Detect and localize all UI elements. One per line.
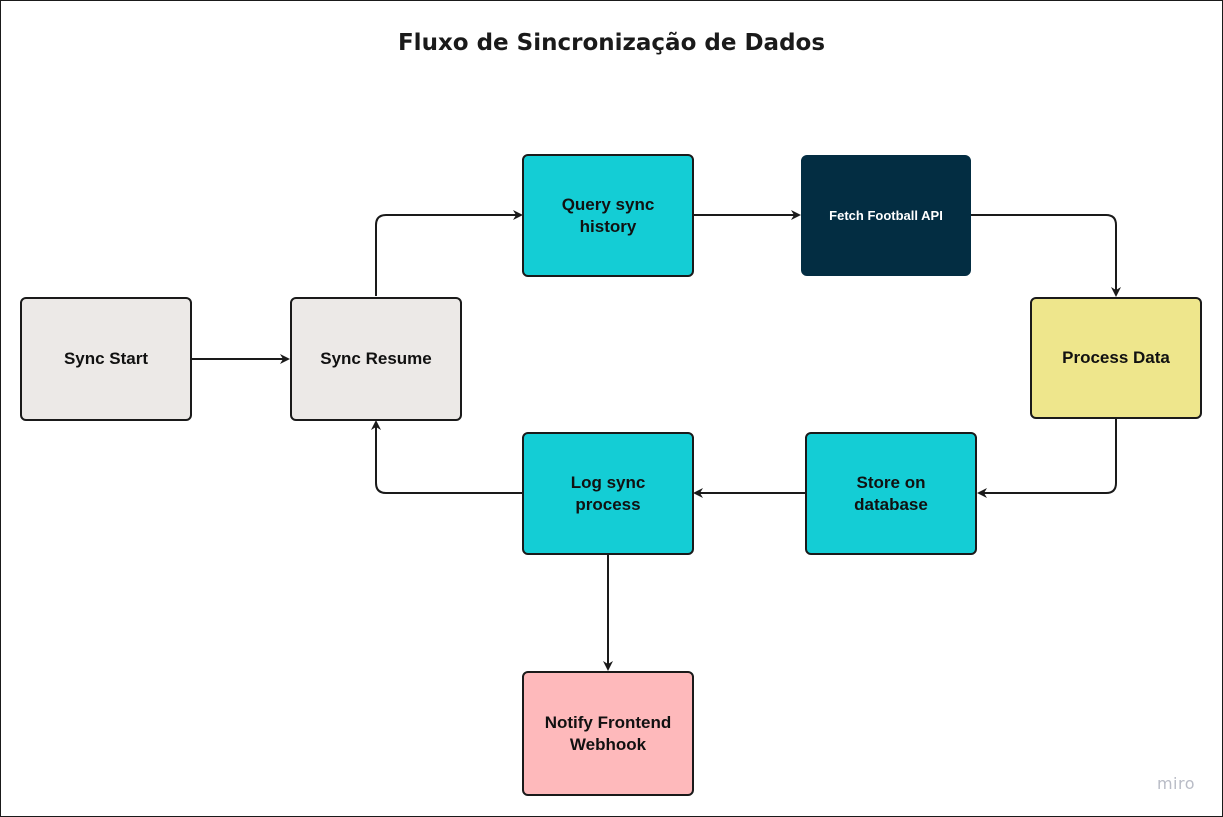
node-store-on-database-label: Store on database [854,472,928,514]
node-process-data[interactable]: Process Data [1030,297,1202,419]
node-fetch-football-api-label: Fetch Football API [829,207,943,223]
node-log-sync-process[interactable]: Log sync process [522,432,694,555]
edge-fetch-football-api-to-process-data [971,214,1121,297]
diagram-title: Fluxo de Sincronização de Dados [397,30,826,56]
node-log-sync-process-label: Log sync process [570,472,646,514]
node-store-on-database[interactable]: Store on database [805,432,977,555]
node-fetch-football-api[interactable]: Fetch Football API [801,155,971,276]
node-sync-start-label: Sync Start [63,349,149,368]
edge-sync-resume-to-query-sync-history [375,210,523,296]
node-query-sync-history[interactable]: Query sync history [522,154,694,277]
edge-log-sync-process-to-sync-resume [371,420,522,494]
edge-process-data-to-store-on-database [977,419,1117,498]
node-sync-start[interactable]: Sync Start [20,297,192,421]
node-process-data-label: Process Data [1062,348,1170,367]
node-notify-frontend-webhook[interactable]: Notify Frontend Webhook [522,671,694,796]
node-query-sync-history-label: Query sync history [561,194,655,236]
miro-watermark: miro [1156,774,1195,793]
node-sync-resume[interactable]: Sync Resume [290,297,462,421]
node-notify-frontend-webhook-label: Notify Frontend Webhook [544,712,672,754]
node-sync-resume-label: Sync Resume [320,349,432,368]
